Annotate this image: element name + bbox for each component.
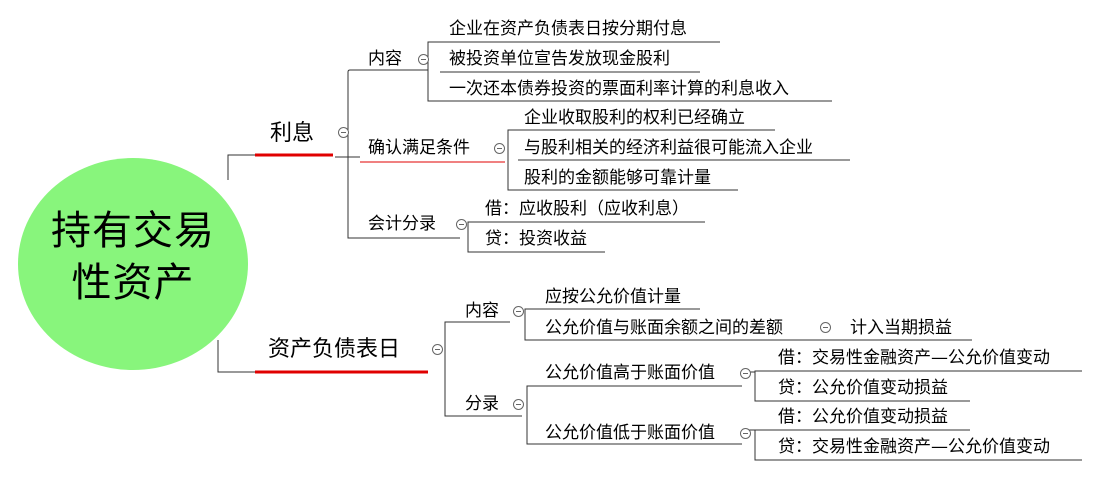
interest-condition-3[interactable]: 股利的金额能够可靠计量	[524, 168, 711, 188]
balance-content-item-1[interactable]: 应按公允价值计量	[545, 287, 681, 307]
collapse-toggle-icon[interactable]	[740, 428, 751, 439]
root-node-label[interactable]: 持有交易 性资产	[18, 205, 248, 309]
collapse-toggle-icon[interactable]	[740, 368, 751, 379]
collapse-toggle-icon[interactable]	[418, 54, 429, 65]
balance-content-node[interactable]: 内容	[465, 301, 499, 321]
collapse-toggle-icon[interactable]	[432, 344, 443, 355]
interest-condition-2[interactable]: 与股利相关的经济利益很可能流入企业	[524, 138, 813, 158]
lower-debit-entry[interactable]: 借：公允价值变动损益	[778, 407, 948, 427]
balance-entries-node[interactable]: 分录	[465, 394, 499, 414]
lower-value-node[interactable]: 公允价值低于账面价值	[545, 423, 715, 443]
balance-content-item-2-child[interactable]: 计入当期损益	[850, 318, 952, 338]
higher-credit-entry[interactable]: 贷：公允价值变动损益	[778, 378, 948, 398]
balance-date-node[interactable]: 资产负债表日	[268, 337, 401, 362]
interest-content-item-3[interactable]: 一次还本债券投资的票面利率计算的利息收入	[449, 79, 789, 99]
collapse-toggle-icon[interactable]	[820, 322, 831, 333]
root-line2: 性资产	[71, 260, 195, 306]
interest-condition-1[interactable]: 企业收取股利的权利已经确立	[524, 108, 745, 128]
collapse-toggle-icon[interactable]	[513, 306, 524, 317]
higher-value-node[interactable]: 公允价值高于账面价值	[545, 363, 715, 383]
interest-content-item-2[interactable]: 被投资单位宣告发放现金股利	[449, 49, 670, 69]
balance-content-item-2[interactable]: 公允价值与账面余额之间的差额	[545, 318, 783, 338]
root-node-circle	[18, 158, 248, 370]
collapse-toggle-icon[interactable]	[513, 399, 524, 410]
interest-content-item-1[interactable]: 企业在资产负债表日按分期付息	[449, 19, 687, 39]
interest-entries-node[interactable]: 会计分录	[368, 214, 436, 234]
interest-conditions-node[interactable]: 确认满足条件	[368, 138, 470, 158]
interest-entry-debit[interactable]: 借：应收股利（应收利息）	[485, 199, 689, 219]
interest-node[interactable]: 利息	[270, 121, 315, 146]
collapse-toggle-icon[interactable]	[338, 127, 349, 138]
collapse-toggle-icon[interactable]	[494, 143, 505, 154]
higher-debit-entry[interactable]: 借：交易性金融资产—公允价值变动	[778, 348, 1050, 368]
lower-credit-entry[interactable]: 贷：交易性金融资产—公允价值变动	[778, 437, 1050, 457]
collapse-toggle-icon[interactable]	[456, 219, 467, 230]
interest-content-node[interactable]: 内容	[368, 49, 402, 69]
root-line1: 持有交易	[51, 208, 215, 254]
interest-entry-credit[interactable]: 贷：投资收益	[485, 229, 587, 249]
